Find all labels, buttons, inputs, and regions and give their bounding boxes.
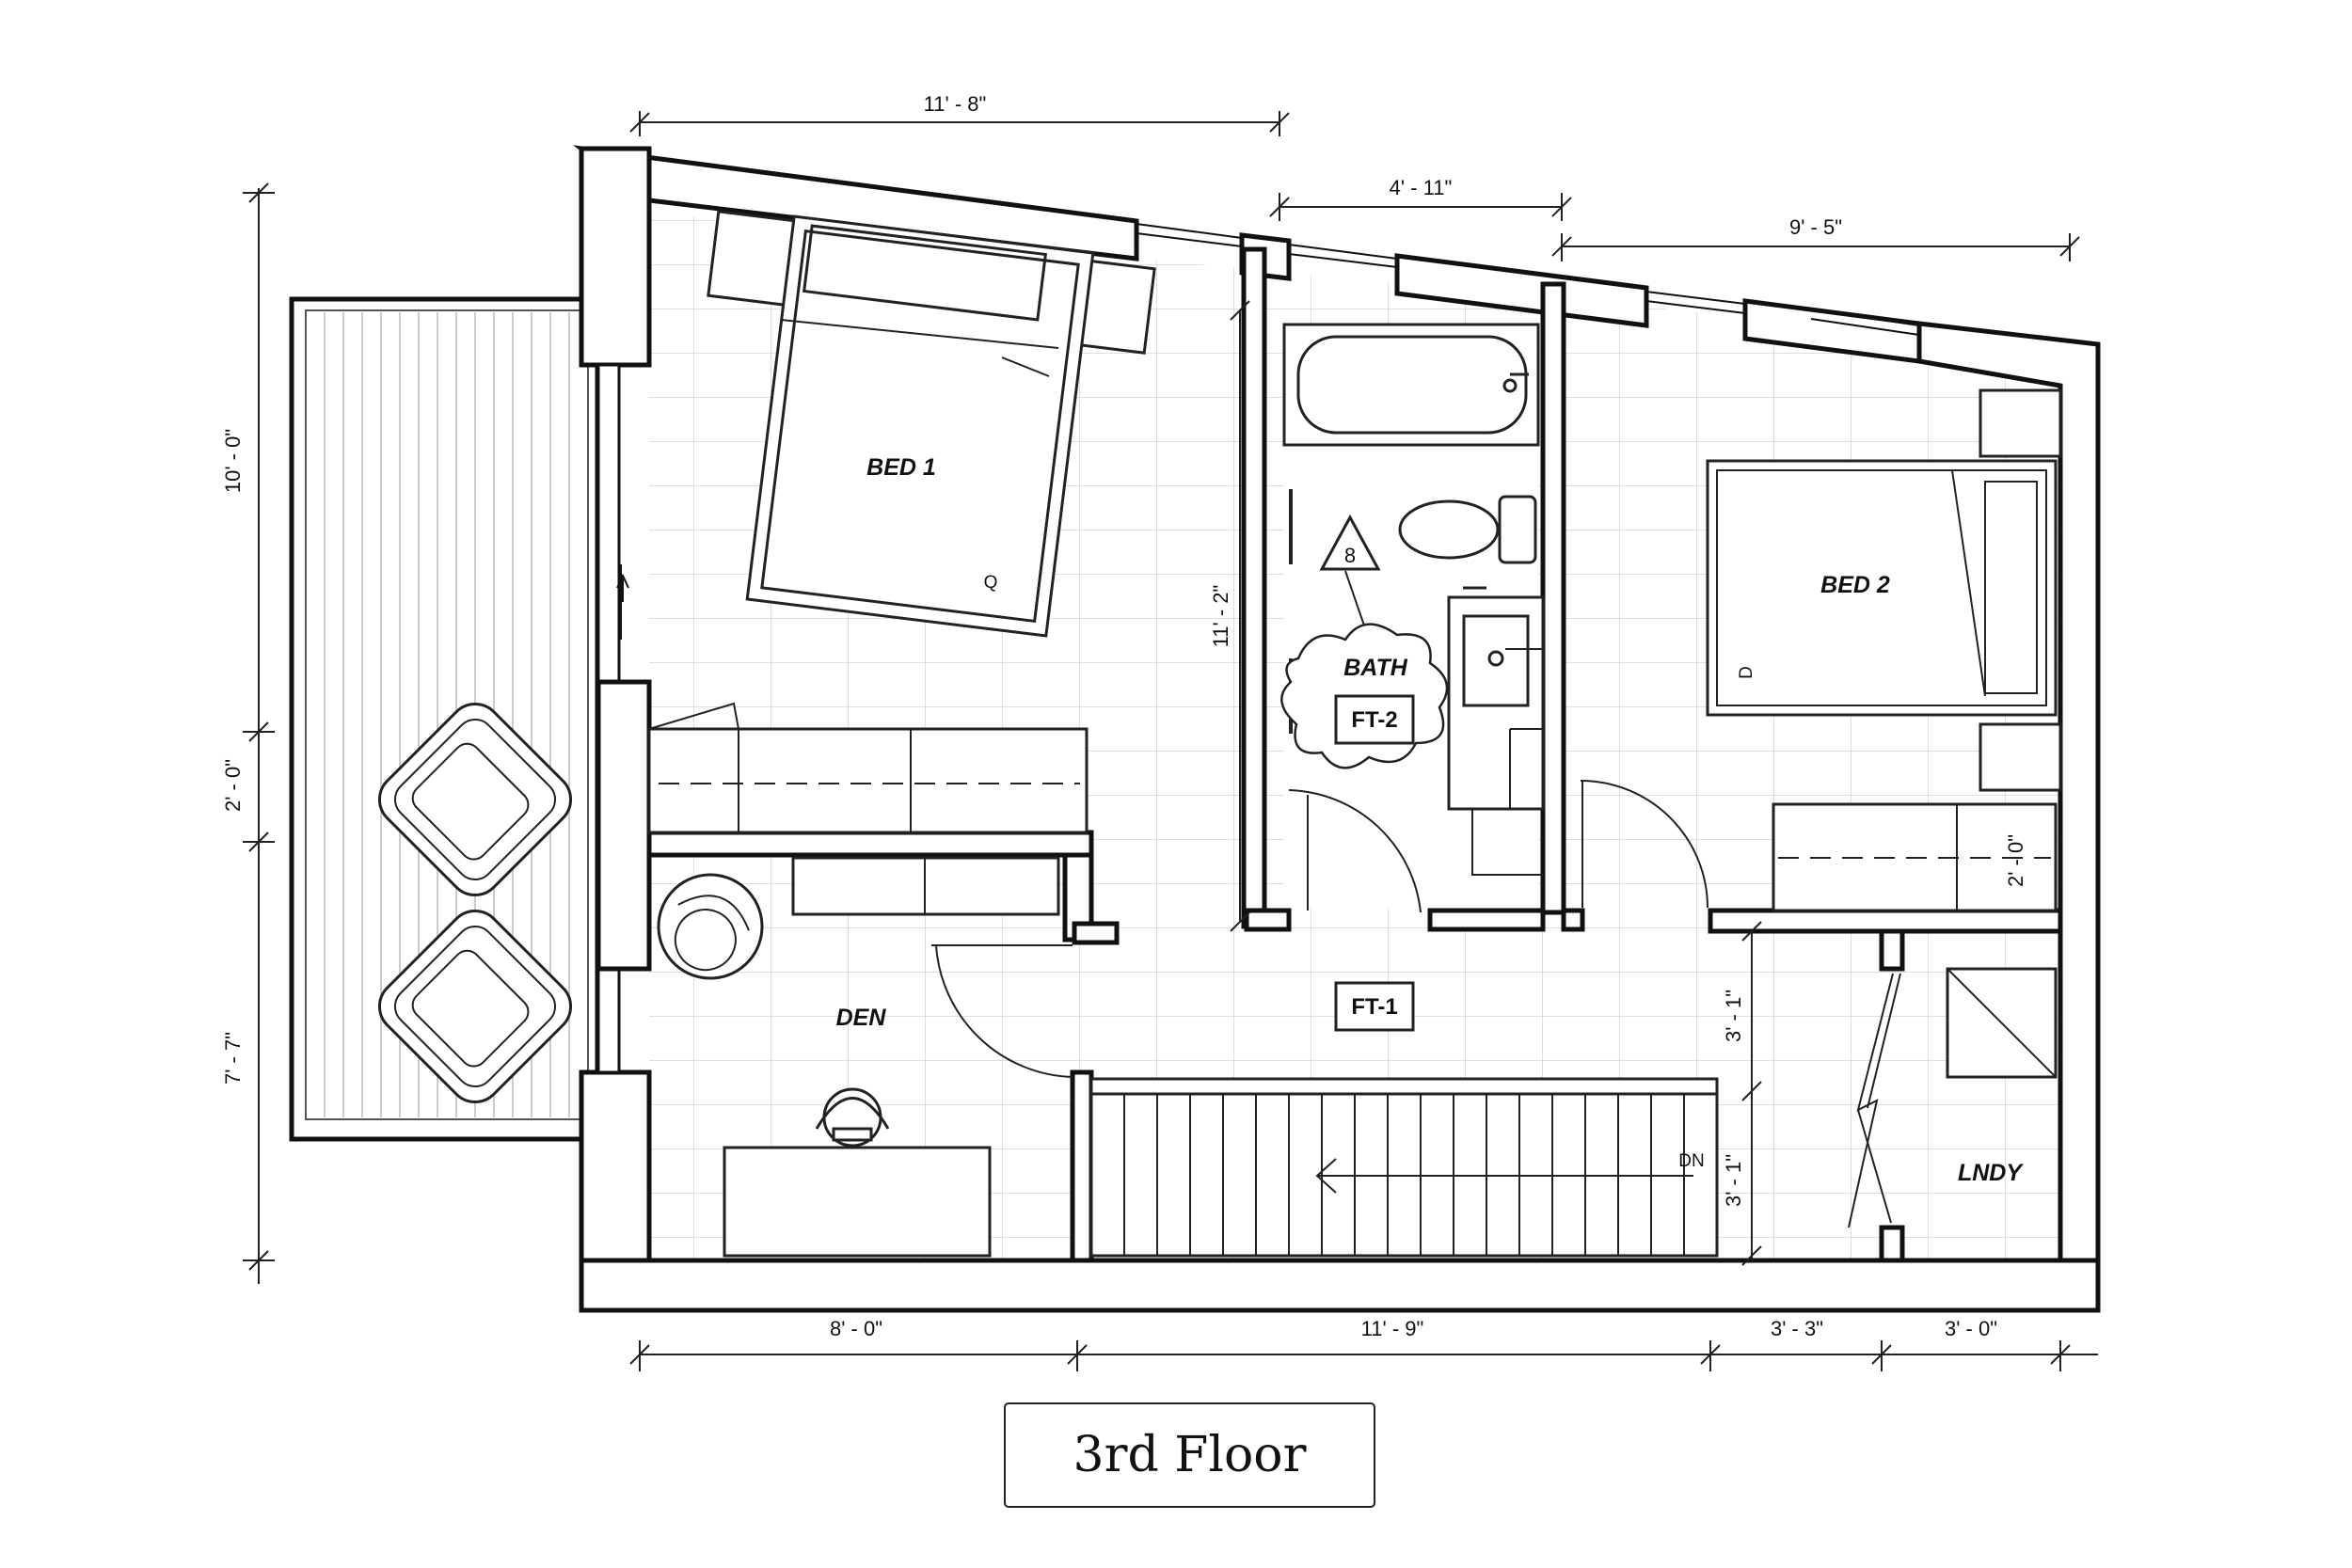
bed-1-size-label: Q	[984, 573, 998, 593]
floor-title: 3rd Floor	[1004, 1402, 1375, 1508]
stair	[1089, 1077, 1719, 1258]
bath-label: BATH	[1343, 655, 1408, 681]
interior-walls	[646, 246, 2063, 1263]
bed-2-label: BED 2	[1820, 572, 1890, 598]
den-shelf	[791, 856, 1060, 916]
bed-2-door	[1580, 780, 1708, 909]
dim-hall-lower: 3' - 1"	[1722, 1154, 1745, 1207]
balcony-door	[596, 363, 652, 1074]
dim-bottom-stair: 11' - 9"	[1361, 1317, 1424, 1340]
dim-bottom-lndy: 3' - 0"	[1945, 1317, 1997, 1340]
dim-left-mid: 2' - 0"	[221, 759, 245, 812]
vanity	[1447, 586, 1545, 876]
dim-top-bath: 4' - 11"	[1390, 176, 1453, 199]
revision-tag-text: 8	[1344, 544, 1356, 567]
revision-tag: 8	[1319, 514, 1381, 626]
bed-1-sofa	[647, 702, 1089, 834]
balcony-chair-lower	[377, 909, 573, 1104]
bed-1-furniture	[707, 210, 1156, 638]
exterior-walls	[573, 145, 2101, 1313]
bed-2-furniture	[1706, 388, 2062, 792]
laundry-room	[1848, 967, 2058, 1228]
dimension-lines	[243, 111, 2098, 1371]
laundry-label: LNDY	[1958, 1160, 2024, 1186]
bath-floor-tag-text: FT-2	[1351, 707, 1397, 733]
stair-down-label: DN	[1678, 1151, 1704, 1171]
dim-left-lower: 7' - 7"	[221, 1032, 245, 1085]
den-desk-chair	[815, 1087, 890, 1148]
den-desk	[723, 1146, 992, 1258]
bathtub	[1282, 323, 1540, 447]
toilet	[1398, 495, 1537, 564]
dim-bottom-hall: 3' - 3"	[1771, 1317, 1823, 1340]
hall-floor-tag-text: FT-1	[1351, 994, 1397, 1020]
dim-bed2-desk: 2' - 0"	[2004, 834, 2027, 887]
dim-left-upper: 10' - 0"	[221, 429, 245, 493]
hall-floor-tag: FT-1	[1334, 981, 1415, 1032]
dim-top-bed1: 11' - 8"	[924, 92, 987, 116]
den-armchair	[657, 873, 764, 980]
dim-bottom-den: 8' - 0"	[830, 1317, 882, 1340]
bed-1-label: BED 1	[866, 454, 936, 481]
balcony-chair-upper	[377, 702, 573, 897]
bed-2-size-label: D	[1737, 666, 1756, 679]
den-label: DEN	[836, 1005, 887, 1031]
bath-floor-tag: FT-2	[1334, 694, 1415, 745]
dim-top-bed2: 9' - 5"	[1789, 215, 1842, 239]
dim-bath-depth: 11' - 2"	[1209, 585, 1232, 648]
bed-2-desk	[1772, 802, 2058, 912]
windows	[1136, 223, 1920, 336]
dim-hall-upper: 3' - 1"	[1722, 990, 1745, 1042]
den-door	[931, 944, 1073, 1078]
